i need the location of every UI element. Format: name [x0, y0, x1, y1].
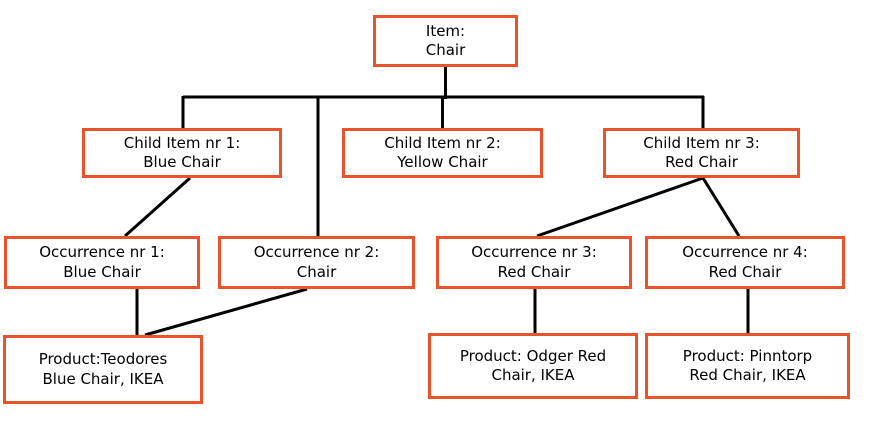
node-label-line1: Occurrence nr 2: [253, 243, 380, 262]
node-label-line1: Occurrence nr 3: [471, 243, 597, 262]
node-product-pinntorp-red-chair: Product: Pinntorp Red Chair, IKEA [645, 333, 850, 399]
node-occurrence-2-chair: Occurrence nr 2: Chair [218, 236, 415, 289]
node-label-line2: Red Chair [665, 153, 738, 171]
node-label-line1: Child Item nr 3: [643, 133, 760, 152]
node-label-line2: Red Chair [708, 262, 782, 281]
node-label-line2: Chair [296, 262, 337, 281]
node-label-line1: Occurrence nr 4: [682, 243, 808, 262]
node-label-line2: Red Chair [497, 262, 571, 281]
node-label-line2: Blue Chair, IKEA [42, 369, 164, 388]
edge-child1-to-occ1 [124, 176, 191, 238]
edge-child3-to-occ3 [536, 176, 704, 238]
node-label-line1: Product:Teodores [38, 350, 168, 369]
node-label-line2: Blue Chair [143, 153, 221, 171]
node-child-item-3-red-chair: Child Item nr 3: Red Chair [603, 128, 800, 178]
node-product-teodores-blue-chair: Product:Teodores Blue Chair, IKEA [3, 335, 203, 404]
node-label-line1: Child Item nr 2: [384, 133, 501, 152]
edge-child3-to-occ4 [701, 177, 741, 237]
node-product-odger-red-chair: Product: Odger Red Chair, IKEA [428, 333, 638, 399]
node-label-line2: Chair [425, 41, 466, 59]
node-label-line2: Yellow Chair [397, 153, 488, 171]
node-label-line1: Product: Odger Red [459, 346, 607, 365]
node-label-line2: Blue Chair [63, 262, 141, 281]
node-item-chair: Item: Chair [373, 15, 518, 67]
node-child-item-1-blue-chair: Child Item nr 1: Blue Chair [82, 128, 282, 178]
node-label-line2: Chair, IKEA [491, 366, 575, 384]
edge-occ2-to-prod1 [144, 287, 308, 337]
node-label-line1: Child Item nr 1: [123, 133, 241, 152]
node-occurrence-1-blue-chair: Occurrence nr 1: Blue Chair [4, 236, 200, 289]
node-label-line1: Item: [425, 21, 466, 40]
node-label-line2: Red Chair, IKEA [689, 366, 806, 384]
node-label-line1: Occurrence nr 1: [39, 243, 165, 262]
node-occurrence-3-red-chair: Occurrence nr 3: Red Chair [436, 236, 632, 289]
node-child-item-2-yellow-chair: Child Item nr 2: Yellow Chair [342, 128, 543, 178]
node-occurrence-4-red-chair: Occurrence nr 4: Red Chair [645, 236, 845, 289]
node-label-line1: Product: Pinntorp [682, 346, 813, 365]
